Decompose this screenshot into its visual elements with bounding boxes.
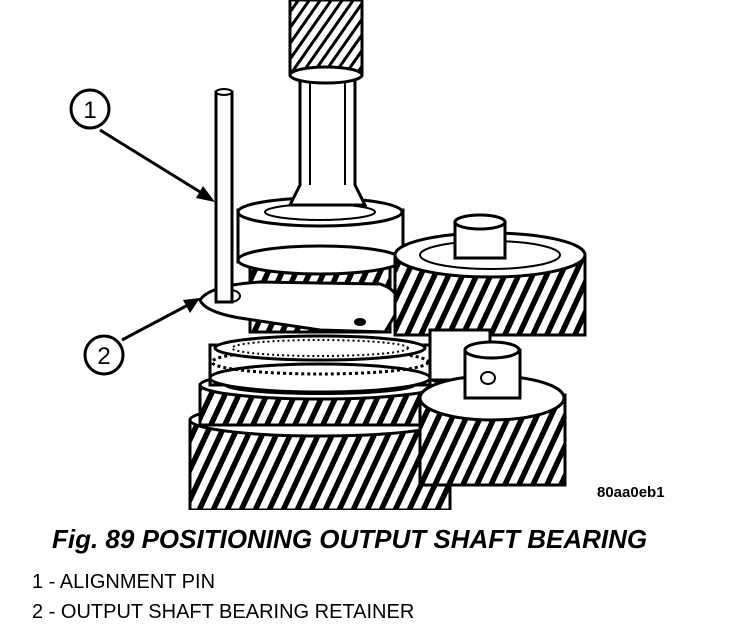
callout-number-1: 1 (83, 97, 96, 124)
figure-code: 80aa0eb1 (597, 484, 665, 501)
output-shaft (287, 0, 368, 207)
callout-leader-2 (121, 298, 200, 342)
transmission-illustration: 1 2 (69, 0, 587, 510)
callout-bubble-1: 1 (69, 88, 111, 130)
countershaft-upper-gear (393, 213, 587, 337)
callout-bubble-2: 2 (83, 334, 125, 376)
synchronizer-assembly (208, 334, 432, 394)
legend-item-alignment-pin: 1 - ALIGNMENT PIN (32, 571, 216, 593)
callout-number-2: 2 (97, 343, 110, 370)
legend-item-bearing-retainer: 2 - OUTPUT SHAFT BEARING RETAINER (32, 601, 415, 623)
figure-caption: Fig. 89 POSITIONING OUTPUT SHAFT BEARING (52, 524, 648, 554)
countershaft-lower-gear (418, 340, 567, 487)
callout-leader-1 (99, 128, 215, 202)
alignment-pin (214, 88, 234, 304)
output-shaft-bearing (236, 196, 405, 276)
